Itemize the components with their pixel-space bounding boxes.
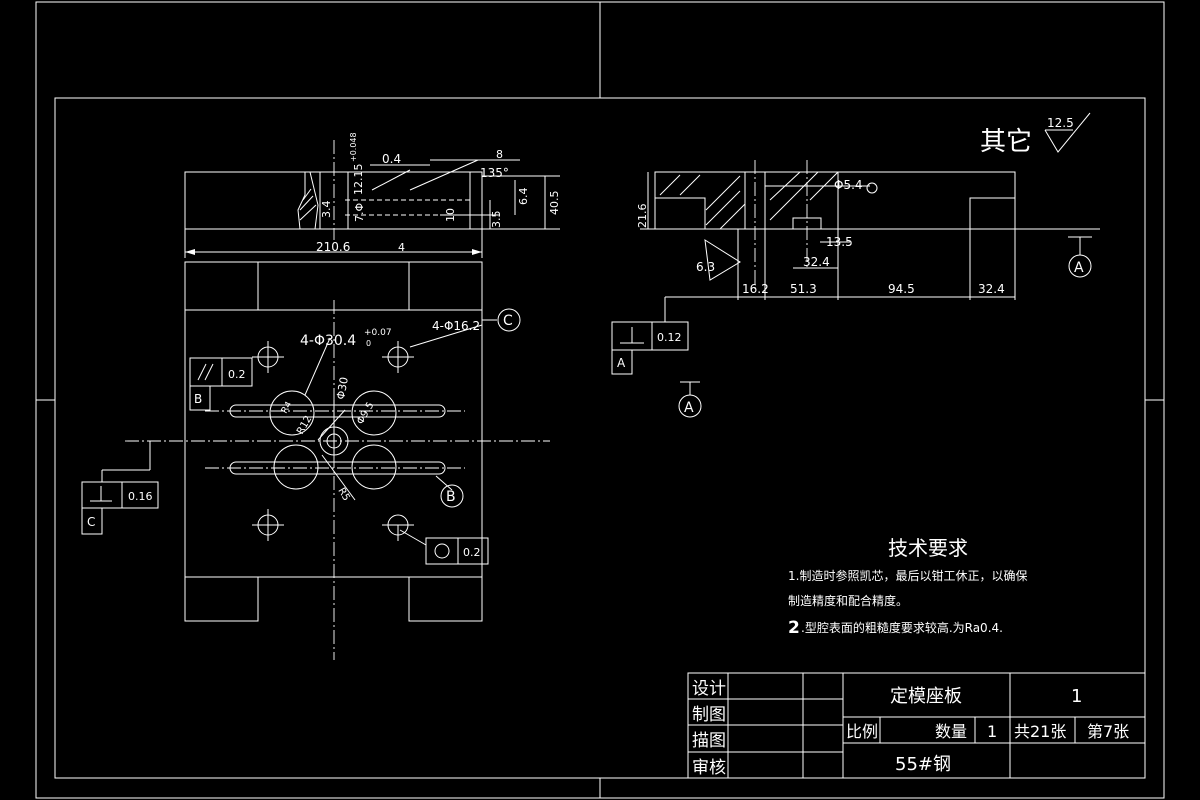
dim-12-15: 12.15	[352, 164, 365, 196]
phi30: Φ30	[334, 376, 351, 401]
top-view: 210.6 4 0.4 8 135° 12.15 +0.048 3.4 7.Φ …	[184, 132, 561, 258]
datum-a: A	[684, 400, 694, 416]
datum-b-circle	[440, 484, 464, 508]
dim-16-2: 16.2	[742, 282, 769, 296]
tech-req-line1: 1.制造时参照凯芯，最后以钳工休正，以确保	[788, 568, 1027, 583]
datum-b: B	[446, 489, 456, 505]
dim-32-4b: 32.4	[978, 282, 1005, 296]
tb-drafting: 制图	[692, 705, 726, 725]
dim-tol-0048: +0.048	[349, 132, 358, 162]
datum-c: C	[503, 313, 513, 329]
tb-scale-label: 比例	[846, 722, 878, 741]
roughness-value: 12.5	[1047, 116, 1074, 130]
holes-label: 4-Φ30.4	[300, 333, 356, 349]
side-perp-tol: 0.12	[657, 331, 682, 344]
tech-req-line3-num: 2	[788, 618, 800, 638]
dim-135: 135°	[480, 166, 509, 180]
dim-94-5: 94.5	[888, 282, 915, 296]
side-perp-frame: 0.12 A	[611, 297, 689, 375]
title-block: 设计 制图 描图 审核 定模座板 1 比例 数量 1 共21张 第7张 55#钢	[687, 672, 1146, 779]
tech-req-line2: 制造精度和配合精度。	[788, 593, 908, 608]
circ-tol: 0.2	[463, 546, 481, 559]
tb-qty: 1	[987, 722, 997, 741]
dim-4: 4	[398, 241, 405, 254]
perp-tol: 0.16	[128, 490, 153, 503]
dim-3-4: 3.4	[320, 201, 333, 219]
tb-review: 审核	[692, 758, 726, 778]
tb-tracing: 描图	[692, 731, 726, 751]
phi9-5: Φ9.5	[355, 400, 376, 426]
roughness-label: 其它	[980, 127, 1032, 157]
dim-13-5: 13.5	[826, 235, 853, 249]
dim-8: 8	[496, 148, 503, 161]
holes-tol-upper: +0.07	[364, 328, 392, 338]
perp-ref: C	[87, 515, 95, 529]
roughness-note: 其它 12.5	[980, 112, 1091, 157]
tech-req-title: 技术要求	[888, 536, 968, 560]
front-view: 4-Φ30.4 +0.07 0 4-Φ16.2 C Φ30 Φ9.5 R12 R…	[81, 261, 550, 660]
dim-6-4: 6.4	[517, 188, 530, 206]
datum-c-circle	[497, 308, 521, 332]
tb-material: 55#钢	[895, 754, 951, 775]
dim-40-5: 40.5	[548, 191, 561, 216]
tb-sheet-no: 第7张	[1087, 722, 1129, 741]
parallel-tol: 0.2	[228, 368, 246, 381]
dim-210-6: 210.6	[316, 240, 350, 254]
parallel-tolerance-frame: 0.2 B	[189, 357, 253, 411]
r4: R4	[280, 400, 295, 416]
r5: R5	[335, 486, 351, 503]
tech-req-line3: .型腔表面的粗糙度要求较高.为Ra0.4.	[801, 620, 1003, 635]
guide-label: 4-Φ16.2	[432, 319, 480, 333]
tb-qty-label: 数量	[935, 722, 967, 741]
side-view: Φ5.4 21.6 13.5 32.4 6.3 16.2 51.3 94.5 3…	[611, 160, 1100, 418]
dim-phi7: 7.Φ	[353, 203, 366, 222]
drawing-frame	[35, 1, 1165, 799]
datum-a-right: A	[1074, 260, 1084, 276]
phi5-4: Φ5.4	[834, 178, 863, 192]
perp-tolerance-frame: 0.16 C	[81, 441, 159, 535]
tb-part-no: 1	[1071, 686, 1082, 707]
tb-design: 设计	[692, 679, 726, 699]
dim-51-3: 51.3	[790, 282, 817, 296]
parallel-ref: B	[194, 392, 202, 406]
tb-part-name: 定模座板	[890, 686, 962, 707]
holes-tol-lower: 0	[366, 339, 371, 348]
dim-3-5: 3.5	[490, 211, 503, 229]
technical-requirements: 技术要求 1.制造时参照凯芯，最后以钳工休正，以确保 制造精度和配合精度。 2 …	[788, 536, 1027, 638]
side-perp-ref: A	[617, 356, 626, 370]
dim-32-4a: 32.4	[803, 255, 830, 269]
circularity-tolerance-frame: 0.2	[399, 529, 489, 565]
dim-6-3: 6.3	[696, 260, 715, 274]
dim-0-4: 0.4	[382, 152, 401, 166]
dim-21-6: 21.6	[636, 204, 649, 229]
tb-total-sheets: 共21张	[1014, 722, 1066, 741]
